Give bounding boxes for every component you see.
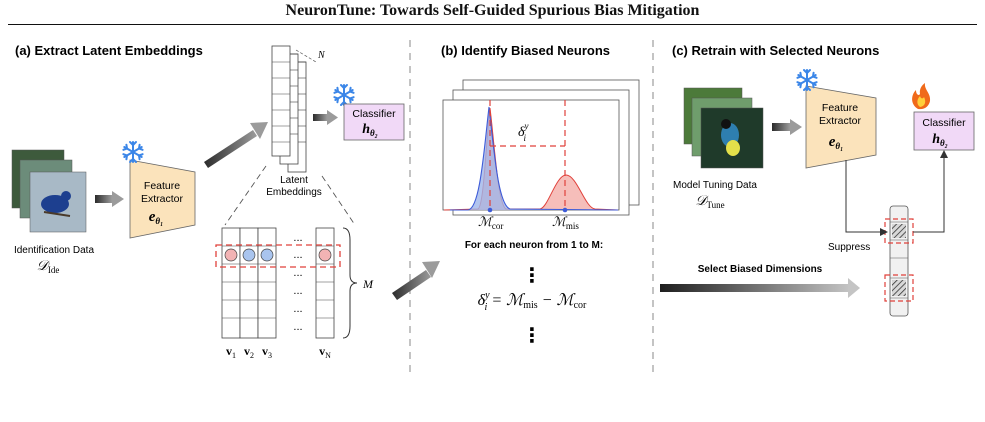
matrix-dots-row5: ...	[293, 303, 302, 315]
vector-label-n: vN	[319, 344, 331, 360]
cor-curve	[450, 106, 619, 211]
tuning-data-label: Model Tuning Data	[673, 180, 757, 191]
vdots-top: ⋮	[522, 265, 542, 287]
feature-extractor-c	[805, 85, 877, 169]
arrow-select-biased-dimensions	[660, 278, 860, 298]
fire-icon	[912, 83, 931, 110]
arrow-tuning-to-extractor	[772, 119, 802, 135]
extractor-c-line2: Extractor	[819, 115, 862, 127]
tuning-symbol: 𝒟Tune	[695, 194, 724, 210]
latent-label-line1: Latent	[280, 175, 308, 186]
identification-images	[11, 149, 87, 233]
classifier-a	[343, 103, 405, 141]
snowflake-icon	[796, 69, 818, 91]
select-dimensions-label: Select Biased Dimensions	[698, 264, 823, 275]
m-label: M	[362, 277, 374, 291]
zoom-line-right	[321, 175, 356, 226]
page-title: NeuronTune: Towards Self-Guided Spurious…	[285, 2, 700, 19]
suppress-label: Suppress	[828, 242, 870, 253]
arrow-matrix-to-distributions	[392, 261, 440, 300]
mis-marker	[562, 207, 568, 213]
connector-arrow-out	[940, 150, 948, 158]
panel-b-heading: (b) Identify Biased Neurons	[441, 43, 610, 58]
arrow-images-to-extractor	[95, 191, 124, 207]
classifier-c	[913, 111, 975, 151]
connector-arrow-in	[880, 228, 888, 236]
classifier-a-symbol: hθ₂	[362, 122, 378, 138]
classifier-a-label: Classifier	[352, 108, 396, 120]
delta-guides	[489, 100, 566, 210]
title-rule	[8, 24, 977, 25]
tuning-images	[683, 87, 764, 169]
classifier-c-symbol: hθ₂	[932, 132, 948, 148]
m-mis-label: ℳmis	[552, 214, 579, 231]
panel-a-heading: (a) Extract Latent Embeddings	[15, 43, 203, 58]
identification-symbol: 𝒟Ide	[37, 259, 60, 275]
vector-label-1: v1	[226, 344, 236, 360]
latent-embedding-stack	[271, 45, 317, 173]
vector-label-3: v3	[262, 344, 272, 360]
m-cor-label: ℳcor	[478, 214, 503, 231]
panel-c-heading: (c) Retrain with Selected Neurons	[672, 43, 879, 58]
m-brace	[342, 227, 358, 339]
matrix-dots-row4: ...	[293, 285, 302, 297]
matrix-dots-row3: ...	[293, 267, 302, 279]
identification-data-label: Identification Data	[14, 245, 94, 256]
matrix-dots-row6: ...	[293, 321, 302, 333]
extractor-a-line2: Extractor	[141, 193, 184, 205]
feature-extractor-a	[129, 159, 196, 239]
extractor-a-symbol: eθ₁	[149, 209, 163, 226]
retrain-embedding-column	[884, 205, 914, 317]
stack-n-label: N	[317, 50, 326, 61]
vdots-bottom: ⋮	[522, 325, 542, 347]
latent-label-line2: Embeddings	[266, 187, 322, 198]
arrow-extractor-to-embeddings	[204, 122, 268, 168]
snowflake-icon	[122, 141, 144, 163]
classifier-c-label: Classifier	[922, 117, 966, 129]
extractor-c-symbol: eθ₁	[829, 134, 843, 151]
extractor-a-line1: Feature	[144, 180, 180, 192]
cor-marker	[487, 207, 493, 213]
matrix-dots-row2: ...	[293, 249, 302, 261]
extractor-c-line1: Feature	[822, 102, 858, 114]
embedding-matrix	[215, 227, 341, 339]
snowflake-icon	[333, 84, 355, 106]
cor-distribution	[468, 107, 618, 210]
loop-text: For each neuron from 1 to M:	[465, 240, 603, 251]
zoom-line-left	[224, 165, 267, 226]
arrow-embeddings-to-classifier	[313, 110, 338, 125]
vector-label-2: v2	[244, 344, 254, 360]
matrix-dots-row1: ...	[293, 232, 302, 244]
distribution-cards	[442, 79, 640, 216]
connector-lines	[845, 155, 945, 233]
